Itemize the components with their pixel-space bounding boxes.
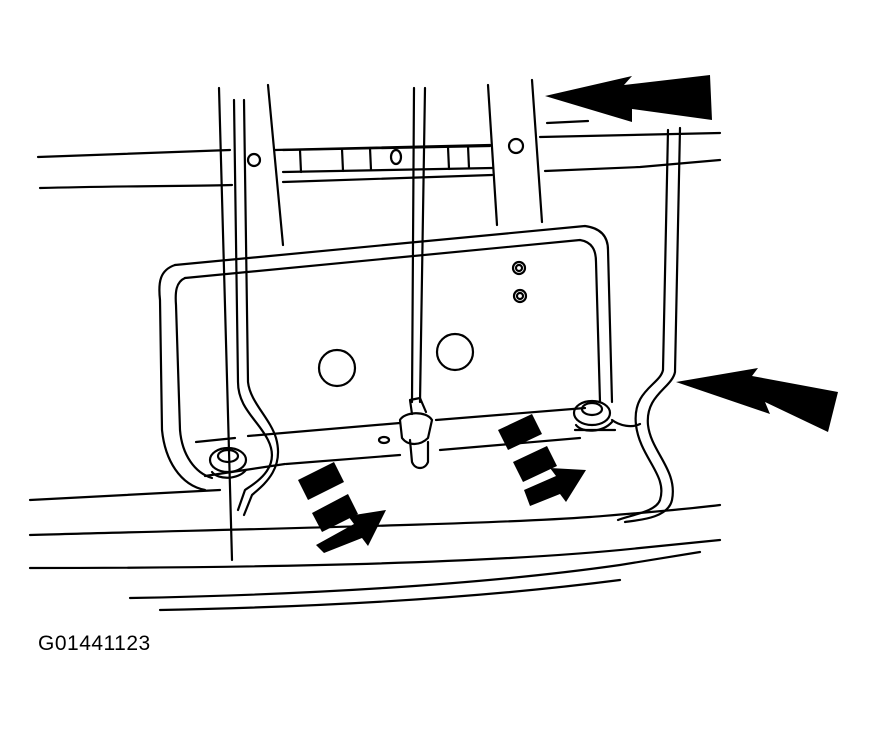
cable-left: [232, 98, 279, 517]
large-solid-arrow-icon: [545, 75, 712, 122]
dashed-arrow-icon: [298, 462, 386, 553]
large-solid-arrow-icon: [676, 368, 838, 432]
cable-right: [610, 126, 682, 524]
perforated-strip: [246, 137, 525, 174]
panel-lines: [28, 119, 722, 612]
fastener-left: [208, 446, 248, 479]
cable-center: [410, 86, 427, 404]
slide-rails: [217, 78, 544, 562]
fastener-center: [398, 396, 434, 470]
dashed-arrow-icon: [498, 414, 586, 506]
fastener-right: [572, 399, 617, 432]
figure-id-label: G01441123: [38, 632, 151, 655]
